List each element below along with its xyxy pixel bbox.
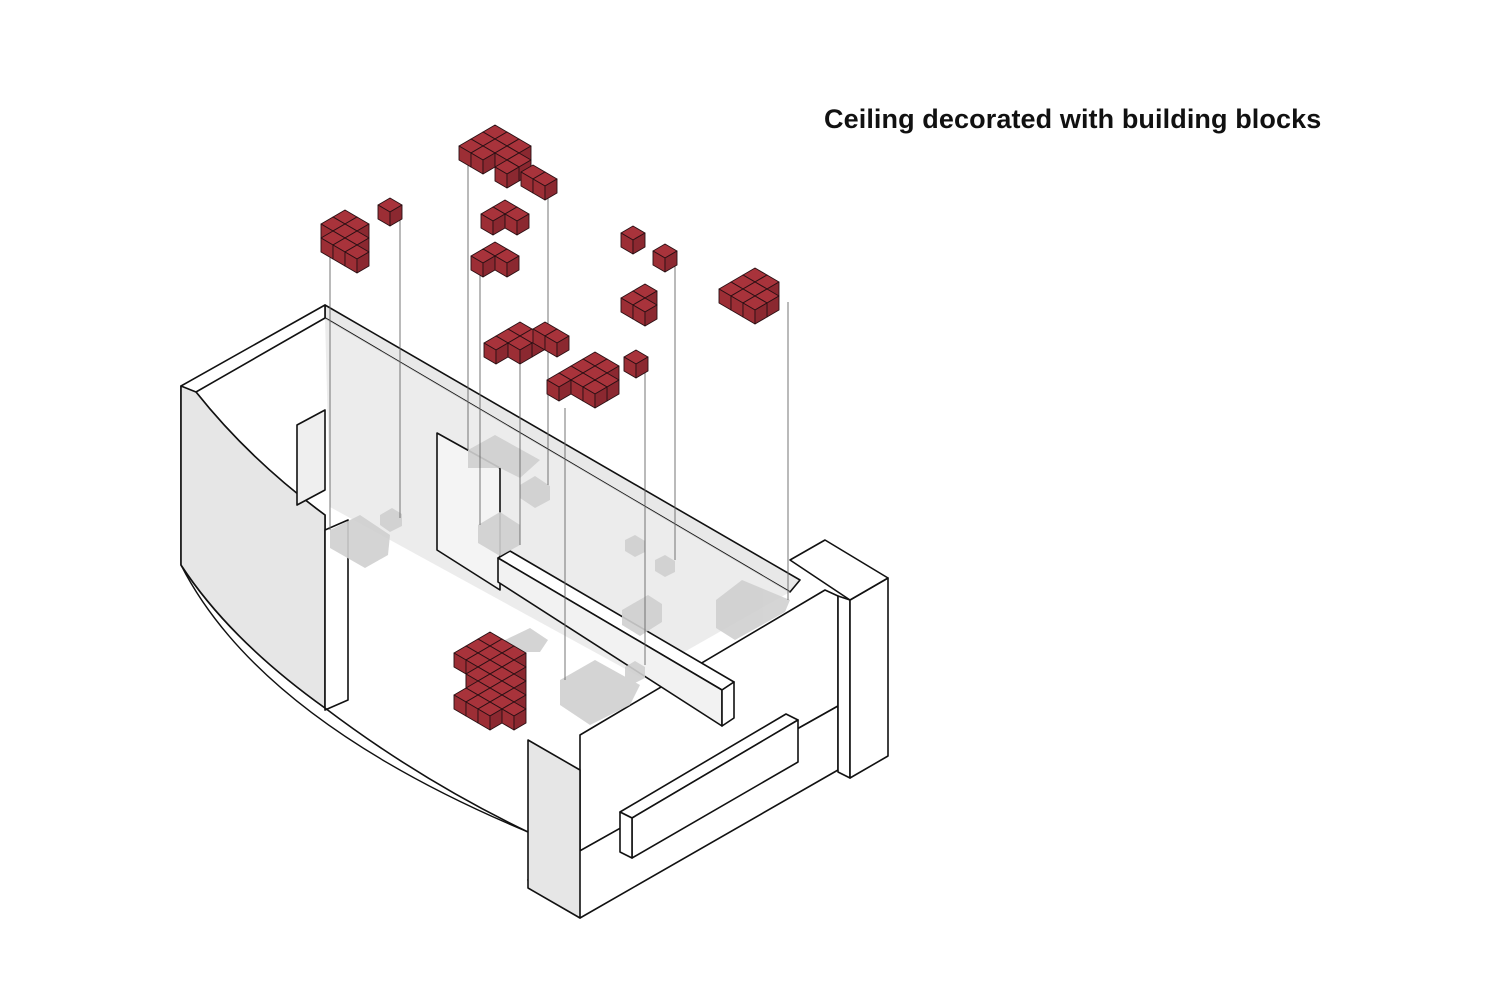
diagram-title: Ceiling decorated with building blocks	[824, 104, 1322, 134]
block-face	[389, 204, 403, 227]
shadow-11	[560, 660, 640, 725]
block-face	[513, 708, 527, 731]
shadow-3	[468, 435, 540, 478]
front-bench-side	[619, 811, 633, 859]
right-column-top	[789, 539, 889, 601]
block-face	[544, 178, 558, 201]
block-face	[594, 386, 608, 409]
block-face	[556, 335, 570, 358]
shadow-4	[520, 476, 550, 508]
block-face	[519, 342, 533, 365]
block-face	[516, 213, 530, 236]
bench-side	[721, 681, 735, 727]
drop-lines	[329, 165, 789, 680]
shadow-6	[625, 535, 645, 557]
room-shell	[180, 304, 889, 919]
left-partition-2	[324, 519, 349, 711]
right-column-front	[837, 595, 851, 779]
back-wall-face	[325, 318, 790, 677]
outer-curve-bottom	[180, 564, 529, 833]
right-column-side	[849, 577, 889, 779]
shadow-10	[505, 628, 548, 652]
shadow-2	[380, 508, 402, 532]
shadow-12	[625, 661, 645, 683]
shadow-9	[716, 580, 790, 640]
floor-edge	[324, 707, 529, 833]
shadow-1	[330, 515, 390, 568]
shadow-8	[622, 595, 662, 636]
block-face	[356, 251, 370, 274]
block-face	[635, 356, 649, 379]
block-face	[506, 255, 520, 278]
left-partition	[296, 409, 326, 506]
shadow-5	[478, 512, 520, 556]
block-face	[644, 304, 658, 327]
block-face	[632, 232, 646, 255]
front-left-column	[527, 739, 581, 919]
shadow-7	[655, 555, 675, 577]
block-face	[754, 302, 768, 325]
ceiling-blocks	[320, 124, 780, 731]
floor-shadows	[330, 435, 790, 725]
block-face	[664, 250, 678, 273]
block-face	[506, 166, 520, 189]
